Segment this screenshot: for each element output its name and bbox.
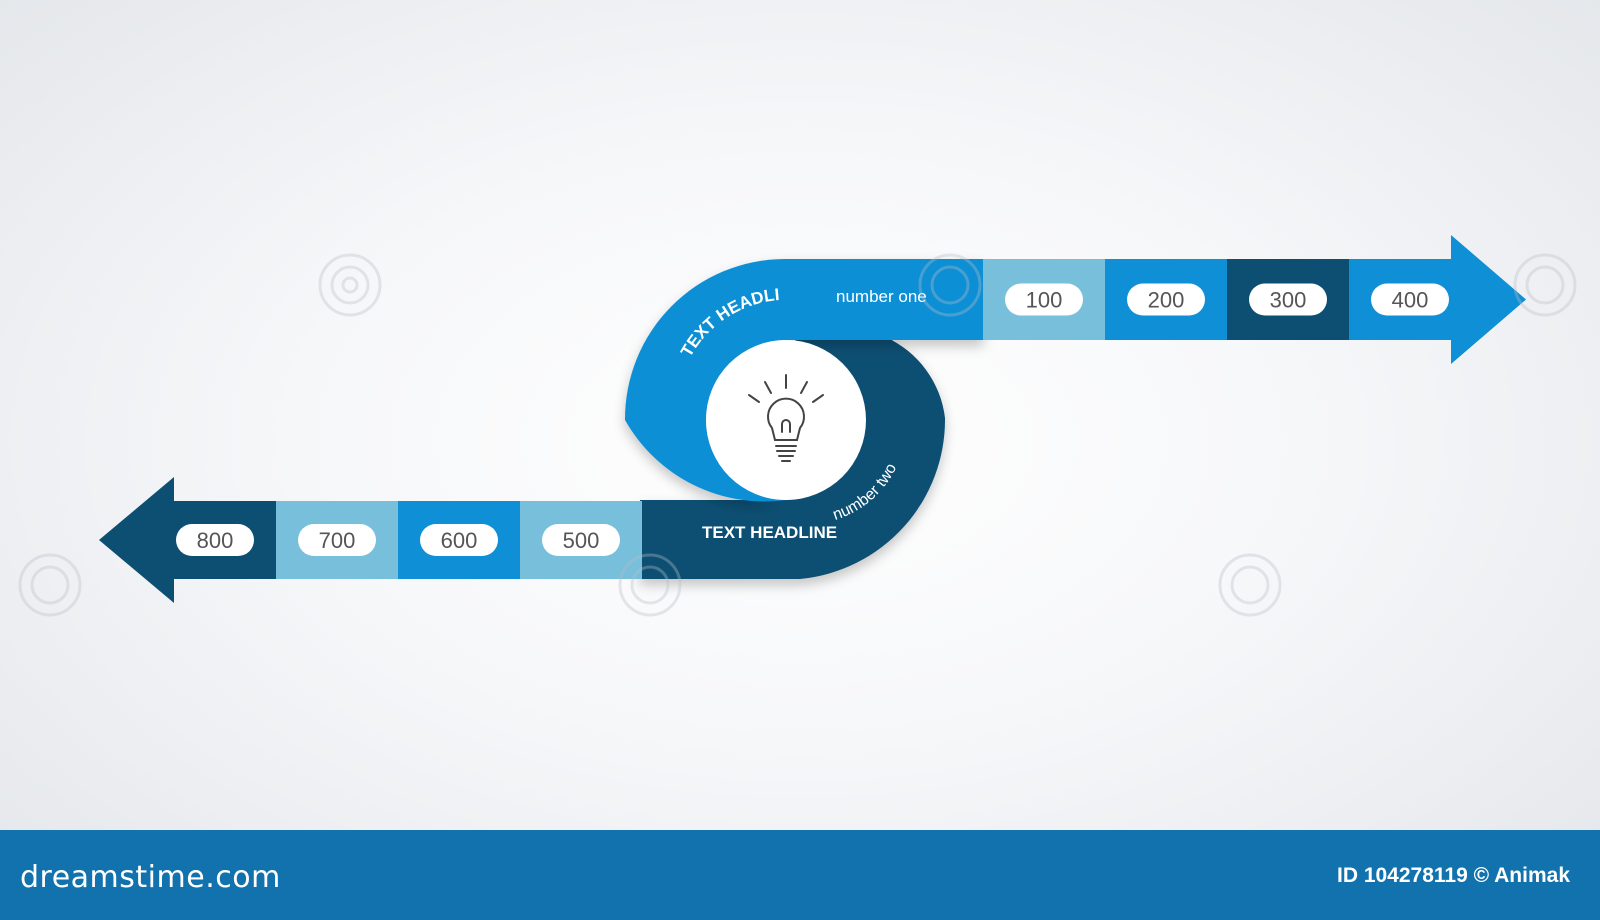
- top-step-pill: [1005, 283, 1083, 316]
- bottom-step-label: 500: [563, 528, 600, 553]
- bottom-step-label: 600: [441, 528, 478, 553]
- bottom-step-pill: [298, 524, 376, 556]
- top-step-label: 200: [1148, 288, 1185, 313]
- bottom-step-label: 700: [319, 528, 356, 553]
- lower-hook: [640, 328, 946, 579]
- bottom-step-label: 800: [197, 528, 234, 553]
- top-step-label: 400: [1392, 288, 1429, 313]
- top-step-pill: [1127, 283, 1205, 316]
- upper-hook: [624, 259, 983, 502]
- footer-site: dreamstime.com: [20, 860, 281, 895]
- upper-ribbon: [624, 259, 983, 502]
- top-step-label: 100: [1026, 288, 1063, 313]
- top-step-label: 300: [1270, 288, 1307, 313]
- bottom-steps: 500 600 700 800: [99, 477, 642, 603]
- bottom-step-pill: [420, 524, 498, 556]
- top-step-pill: [1371, 283, 1449, 316]
- top-steps: 100 200 300 400: [983, 235, 1526, 364]
- bottom-step-pill: [176, 524, 254, 556]
- top-step-pill: [1249, 283, 1327, 316]
- footer-credit: ID 104278119 © Animak: [1336, 864, 1570, 887]
- footer-bar: dreamstime.com ID 104278119 © Animak: [0, 830, 1600, 920]
- headline-one: TEXT HEADLINE: [0, 0, 780, 360]
- headline-two-bold: TEXT HEADLINE: [702, 523, 837, 542]
- bottom-step-pill: [542, 524, 620, 556]
- watermark-spirals: [18, 253, 1577, 617]
- lightbulb-icon: [748, 374, 824, 462]
- headline-one-rest: number one: [836, 287, 927, 306]
- lower-ribbon: [640, 328, 946, 579]
